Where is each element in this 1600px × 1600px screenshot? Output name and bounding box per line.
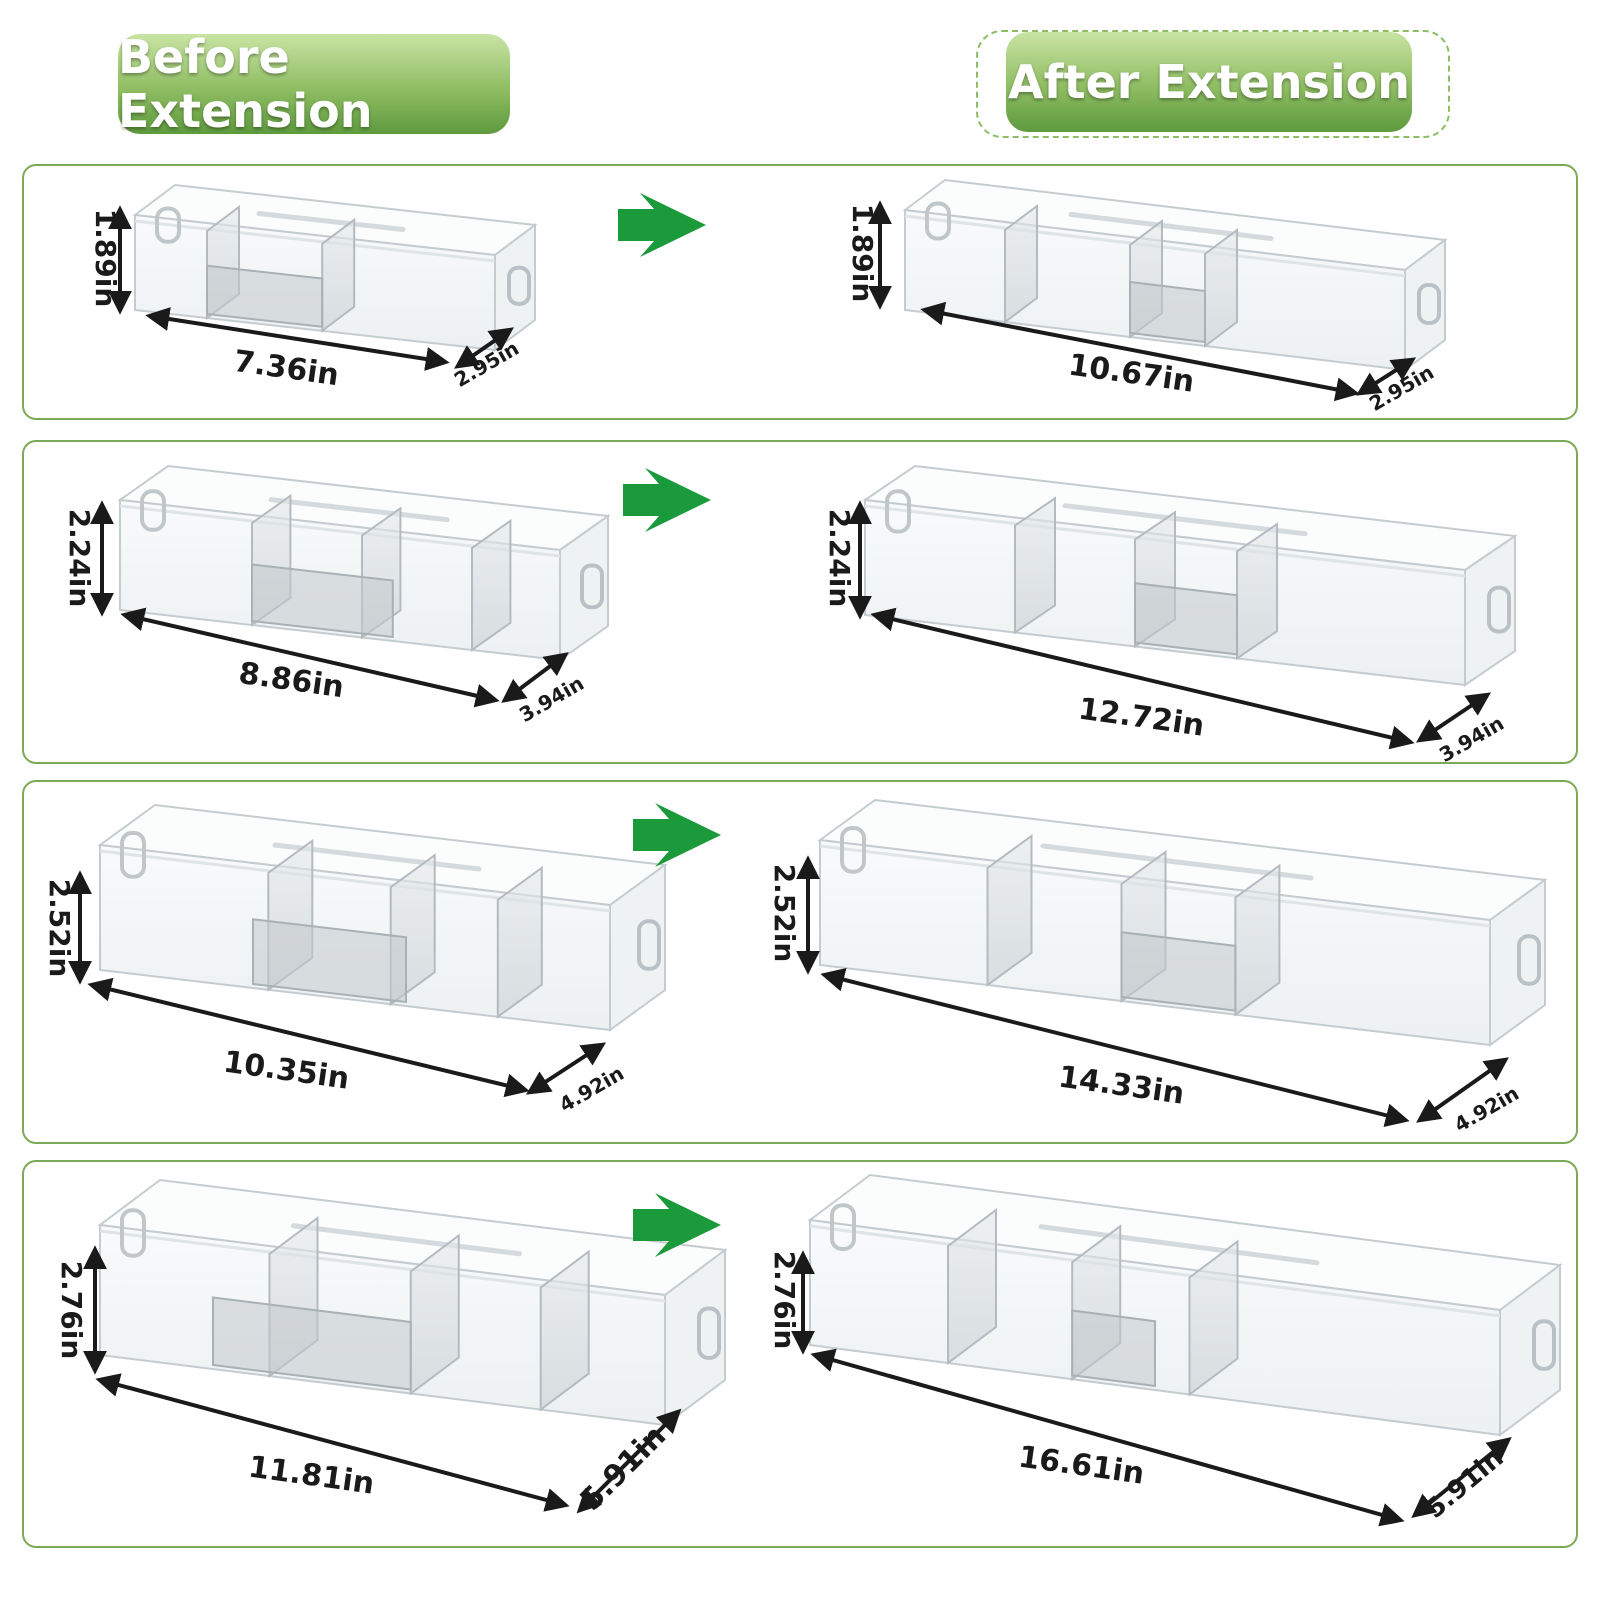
organizer-bin-before xyxy=(132,183,538,352)
arrow-right-icon xyxy=(618,193,706,257)
depth-dimension-line xyxy=(454,327,514,369)
depth-dimension-line xyxy=(1416,1057,1509,1123)
handle-left-icon xyxy=(140,489,166,532)
length-dimension-line xyxy=(820,968,1410,1127)
depth-dimension-line xyxy=(1355,357,1417,396)
organizer-bin-after xyxy=(902,178,1448,372)
length-dimension-line xyxy=(870,607,1415,750)
insert-tray xyxy=(1071,1309,1156,1388)
depth-dimension-line xyxy=(576,1408,682,1514)
length-label: 10.67in xyxy=(1066,347,1196,399)
handle-right-icon xyxy=(697,1306,721,1360)
handle-left-icon xyxy=(155,206,181,244)
after-extension-outline xyxy=(976,30,1450,138)
depth-dimension-line xyxy=(1416,692,1491,743)
handle-right-icon xyxy=(1517,934,1541,986)
handle-left-icon xyxy=(840,826,866,874)
depth-label: 3.94in xyxy=(1435,711,1508,767)
depth-dimension-line xyxy=(525,1042,607,1095)
handle-left-icon xyxy=(830,1203,856,1251)
divider-panel xyxy=(1004,204,1038,324)
before-extension-label: Before Extension xyxy=(118,30,510,138)
depth-dimension-line xyxy=(501,652,569,703)
length-dimension-line xyxy=(87,977,530,1098)
organizer-bin-after xyxy=(807,1173,1563,1437)
height-label: 2.52in xyxy=(768,864,801,963)
length-label: 14.33in xyxy=(1056,1059,1186,1111)
organizer-bin-before xyxy=(97,803,668,1032)
height-label: 2.76in xyxy=(768,1251,801,1350)
length-dimension-line xyxy=(145,307,450,371)
arrow-right-icon xyxy=(633,803,721,867)
insert-tray xyxy=(1120,931,1237,1012)
height-label: 2.76in xyxy=(55,1261,88,1360)
length-dimension-line xyxy=(810,1348,1405,1527)
height-label: 1.89in xyxy=(89,209,122,308)
height-label: 1.89in xyxy=(846,204,879,303)
handle-right-icon xyxy=(1487,585,1511,634)
depth-dimension-line xyxy=(1411,1436,1512,1519)
arrow-right-icon xyxy=(633,1193,721,1257)
length-label: 7.36in xyxy=(232,344,342,393)
length-label: 11.81in xyxy=(246,1449,376,1501)
depth-label: 5.91in xyxy=(1420,1443,1509,1525)
handle-right-icon xyxy=(637,919,661,971)
depth-label: 5.91in xyxy=(574,1419,673,1518)
after-extension-label: After Extension xyxy=(1006,32,1412,132)
length-label: 12.72in xyxy=(1076,691,1206,743)
organizer-bin-after xyxy=(817,798,1548,1047)
height-label: 2.24in xyxy=(63,509,96,608)
handle-right-icon xyxy=(580,563,604,610)
handle-left-icon xyxy=(925,201,951,241)
length-label: 16.61in xyxy=(1016,1439,1146,1491)
handle-right-icon xyxy=(1532,1319,1556,1371)
handle-right-icon xyxy=(1417,283,1441,325)
handle-left-icon xyxy=(120,1208,146,1258)
length-dimension-line xyxy=(920,301,1360,402)
divider-panel xyxy=(1014,496,1056,635)
insert-tray xyxy=(1134,582,1238,656)
arrow-right-icon xyxy=(623,468,711,532)
handle-left-icon xyxy=(885,489,911,534)
handle-left-icon xyxy=(120,831,146,879)
depth-label: 3.94in xyxy=(515,671,588,727)
length-dimension-line xyxy=(95,1373,570,1512)
organizer-bin-after xyxy=(862,464,1518,687)
length-label: 10.35in xyxy=(221,1044,351,1096)
height-label: 2.52in xyxy=(43,879,76,978)
length-dimension-line xyxy=(120,607,500,708)
divider-panel xyxy=(986,834,1033,987)
height-label: 2.24in xyxy=(823,509,856,608)
organizer-bin-before xyxy=(97,1178,728,1427)
handle-right-icon xyxy=(507,265,531,306)
insert-tray xyxy=(1129,280,1206,344)
divider-panel xyxy=(539,1249,590,1412)
divider-panel xyxy=(947,1208,997,1365)
